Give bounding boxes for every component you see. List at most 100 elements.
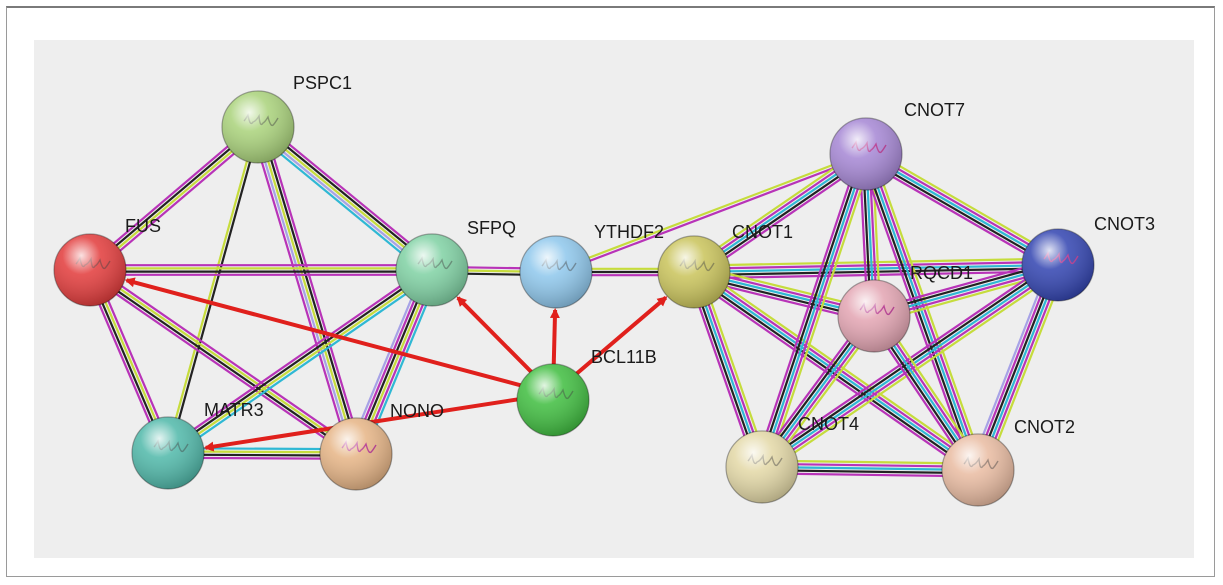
edge-line-experimental <box>867 150 1061 264</box>
edge-cnot4-cnot2 <box>761 459 979 478</box>
edge-line-text-mining <box>762 459 979 465</box>
edge-line-text-mining <box>257 126 433 271</box>
edge-line-coexpression <box>759 261 1057 466</box>
node-gloss <box>396 234 468 306</box>
edge-pspc1-matr3 <box>165 126 261 454</box>
node-label: PSPC1 <box>293 73 352 93</box>
node-label: CNOT3 <box>1094 214 1155 234</box>
edge-line-homology <box>253 127 354 456</box>
edge-pspc1-fus <box>86 122 262 275</box>
node-ythdf2[interactable]: YTHDF2 <box>519 222 664 309</box>
edge-line-experimental <box>972 262 1055 469</box>
edge-cnot3-cnot4 <box>757 258 1063 474</box>
edge-line-coexpression <box>975 264 1058 470</box>
node-label: CNOT4 <box>798 414 859 434</box>
edge-cnot7-cnot2 <box>858 151 986 473</box>
edge-line-text-mining <box>693 257 1058 267</box>
node-label: CNOT7 <box>904 100 965 120</box>
node-cnot7[interactable]: CNOT7 <box>829 100 965 191</box>
node-cnot2[interactable]: CNOT2 <box>941 417 1075 507</box>
edge-line-text-mining <box>868 147 1062 261</box>
node-label: CNOT1 <box>732 222 793 242</box>
node-label: CNOT2 <box>1014 417 1075 437</box>
node-gloss <box>517 364 589 436</box>
node-gloss <box>132 417 204 489</box>
edge-line-text-mining <box>256 126 358 455</box>
edge-cnot7-cnot3 <box>862 147 1062 272</box>
edge-line-experimental <box>763 154 871 469</box>
edge-line-coexpression <box>863 155 1057 269</box>
edge-fus-nono <box>86 265 360 459</box>
edge-line-database <box>761 264 1059 468</box>
node-label: SFPQ <box>467 218 516 238</box>
node-cnot4[interactable]: CNOT4 <box>725 414 859 504</box>
node-label: NONO <box>390 401 444 421</box>
edge-line-experimental <box>693 260 1058 270</box>
edge-line-text-mining <box>870 151 986 469</box>
node-gloss <box>1022 229 1094 301</box>
node-cnot3[interactable]: CNOT3 <box>1021 214 1155 302</box>
edge-line-database <box>761 465 979 472</box>
edge-line-experimental <box>263 124 364 453</box>
node-label: RQCD1 <box>910 263 973 283</box>
node-gloss <box>222 91 294 163</box>
edge-line-database <box>170 273 436 458</box>
node-bcl11b[interactable]: BCL11B <box>516 347 657 437</box>
edge-pspc1-nono <box>250 124 364 457</box>
edge-cnot3-cnot2 <box>969 261 1067 474</box>
node-matr3[interactable]: MATR3 <box>131 400 264 490</box>
edge-sfpq-matr3 <box>164 265 436 458</box>
node-rqcd1[interactable]: RQCD1 <box>837 263 973 353</box>
edge-line-database <box>760 153 868 468</box>
edge-line-coexpression <box>861 154 977 472</box>
node-gloss <box>658 236 730 308</box>
node-label: BCL11B <box>591 347 657 367</box>
edge-line-text-mining <box>984 267 1067 474</box>
edge-line-text-mining <box>90 267 358 454</box>
edge-line-database <box>978 265 1061 471</box>
edge-line-text-mining <box>767 155 874 470</box>
node-gloss <box>520 236 592 308</box>
node-gloss <box>320 418 392 490</box>
edge-line-homology <box>969 261 1052 468</box>
edge-line-experimental <box>763 266 1061 471</box>
arrow-bcl11b-to-matr3 <box>203 392 550 452</box>
edge-line-experimental <box>86 273 354 459</box>
edge-line-text-mining <box>764 269 1063 474</box>
edge-line-experimental <box>981 266 1064 473</box>
edge-line-coexpression <box>168 127 261 454</box>
node-gloss <box>830 118 902 190</box>
edge-line-experimental <box>867 152 983 470</box>
edge-line-experimental <box>250 128 351 457</box>
edge-line-experimental <box>92 129 262 275</box>
node-gloss <box>942 434 1014 506</box>
edge-line-experimental <box>86 122 256 268</box>
edge-line-coexpression <box>88 270 356 457</box>
node-fus[interactable]: FUS <box>53 216 161 307</box>
node-pspc1[interactable]: PSPC1 <box>221 73 352 164</box>
node-cnot1[interactable]: CNOT1 <box>657 222 793 309</box>
edge-line-database <box>864 153 980 471</box>
edge-line-experimental <box>556 154 867 275</box>
edge-line-coexpression <box>260 125 361 454</box>
edge-line-text-mining <box>697 265 983 466</box>
edge-line-database <box>693 263 1059 274</box>
edge-line-experimental <box>164 265 430 450</box>
edge-line-experimental <box>858 155 974 473</box>
node-nono[interactable]: NONO <box>319 401 444 491</box>
edge-cnot7-cnot4 <box>754 151 874 470</box>
edge-fus-sfpq <box>90 264 432 276</box>
arrow-bcl11b-to-fus <box>124 277 550 395</box>
edge-line-experimental <box>862 158 1056 272</box>
edge-ythdf2-cnot7 <box>555 151 867 275</box>
edge-line-text-mining <box>165 126 258 453</box>
edge-line-experimental <box>92 265 360 451</box>
node-label: YTHDF2 <box>594 222 664 242</box>
edge-line-experimental <box>754 151 861 466</box>
edge-line-coexpression <box>757 152 865 467</box>
node-sfpq[interactable]: SFPQ <box>395 218 516 307</box>
edge-line-experimental <box>762 462 979 468</box>
node-gloss <box>726 431 798 503</box>
